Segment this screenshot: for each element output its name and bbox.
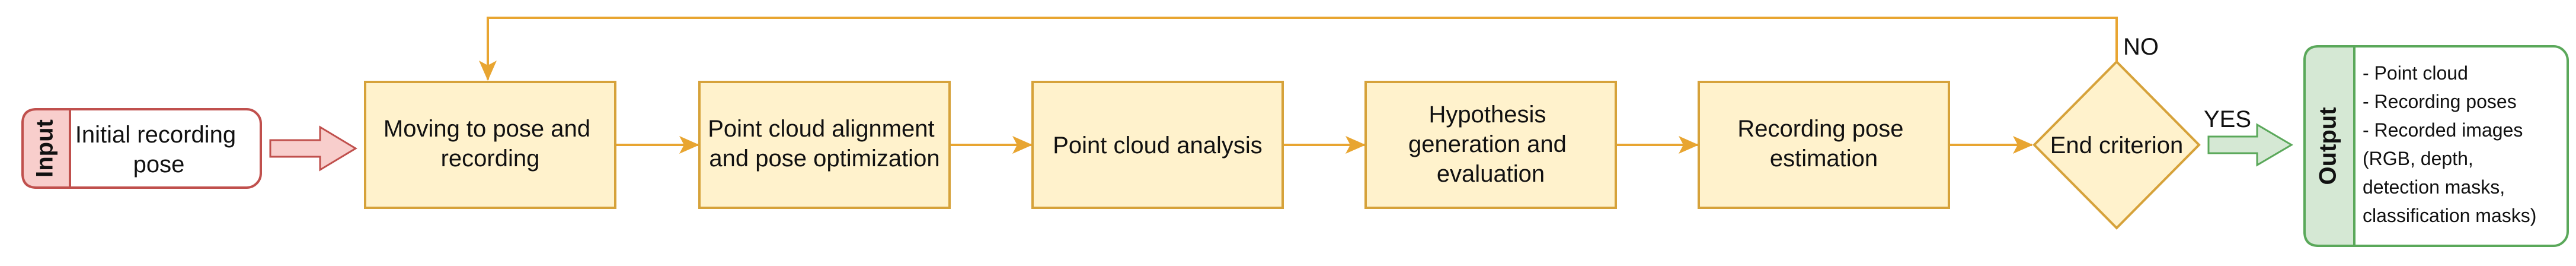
- step-point-cloud-analysis: Point cloud analysis: [1031, 81, 1284, 209]
- step-moving-to-pose: Moving to pose and recording: [364, 81, 616, 209]
- no-label: NO: [2123, 34, 2159, 60]
- input-node: Input Initial recording pose: [21, 108, 262, 189]
- input-label: Initial recording pose: [75, 122, 242, 178]
- output-item: (RGB, depth,: [2363, 148, 2473, 169]
- step-1-line-1: Moving to pose and: [383, 116, 590, 142]
- decision-label: End criterion: [2050, 132, 2184, 159]
- output-node: Output - Point cloud - Recording poses -…: [2303, 45, 2569, 247]
- svg-text:Hypothesis generation an: Hypothesis generation and evaluation: [1408, 102, 1573, 187]
- loop-back-arrow: [479, 17, 2118, 81]
- step-point-cloud-alignment: Point cloud alignment and pose optimizat…: [698, 81, 951, 209]
- step-2-line-1: Point cloud alignment: [708, 116, 934, 142]
- step-recording-pose-estimation: Recording pose estimation: [1698, 81, 1950, 209]
- step-4-line-3: evaluation: [1437, 161, 1545, 187]
- output-item: - Recorded images: [2363, 119, 2523, 141]
- output-item: - Recording poses: [2363, 91, 2517, 112]
- step-5-line-2: estimation: [1770, 145, 1878, 172]
- step-4-line-1: Hypothesis: [1429, 102, 1546, 128]
- yes-label: YES: [2204, 106, 2251, 132]
- svg-text:Recording pose estimatio: Recording pose estimation: [1737, 116, 1910, 172]
- step-5-line-1: Recording pose: [1737, 116, 1903, 142]
- step-2-line-2: and pose optimization: [709, 145, 939, 172]
- input-tag: Input: [32, 119, 58, 178]
- output-item: classification masks): [2363, 205, 2536, 226]
- output-item: detection masks,: [2363, 176, 2505, 198]
- output-items: - Point cloud - Recording poses - Record…: [2363, 62, 2536, 226]
- svg-text:Point cloud analysis: Point cloud analysis: [1053, 132, 1263, 159]
- svg-text:Point cloud alignment an: Point cloud alignment and pose optimizat…: [708, 116, 941, 172]
- input-label-line-2: pose: [133, 151, 185, 178]
- output-tag: Output: [2315, 107, 2341, 185]
- step-1-line-2: recording: [441, 145, 540, 172]
- output-item: - Point cloud: [2363, 62, 2468, 84]
- step-4-line-2: generation and: [1408, 131, 1567, 157]
- svg-text:Moving to pose and recor: Moving to pose and recording: [383, 116, 597, 172]
- output-flow-arrow: [2207, 123, 2293, 167]
- input-flow-arrow: [269, 125, 357, 172]
- step-hypothesis-generation: Hypothesis generation and evaluation: [1364, 81, 1617, 209]
- decision-end-criterion: End criterion: [2032, 60, 2201, 230]
- input-label-line-1: Initial recording: [75, 122, 236, 148]
- step-3-line-1: Point cloud analysis: [1053, 132, 1263, 159]
